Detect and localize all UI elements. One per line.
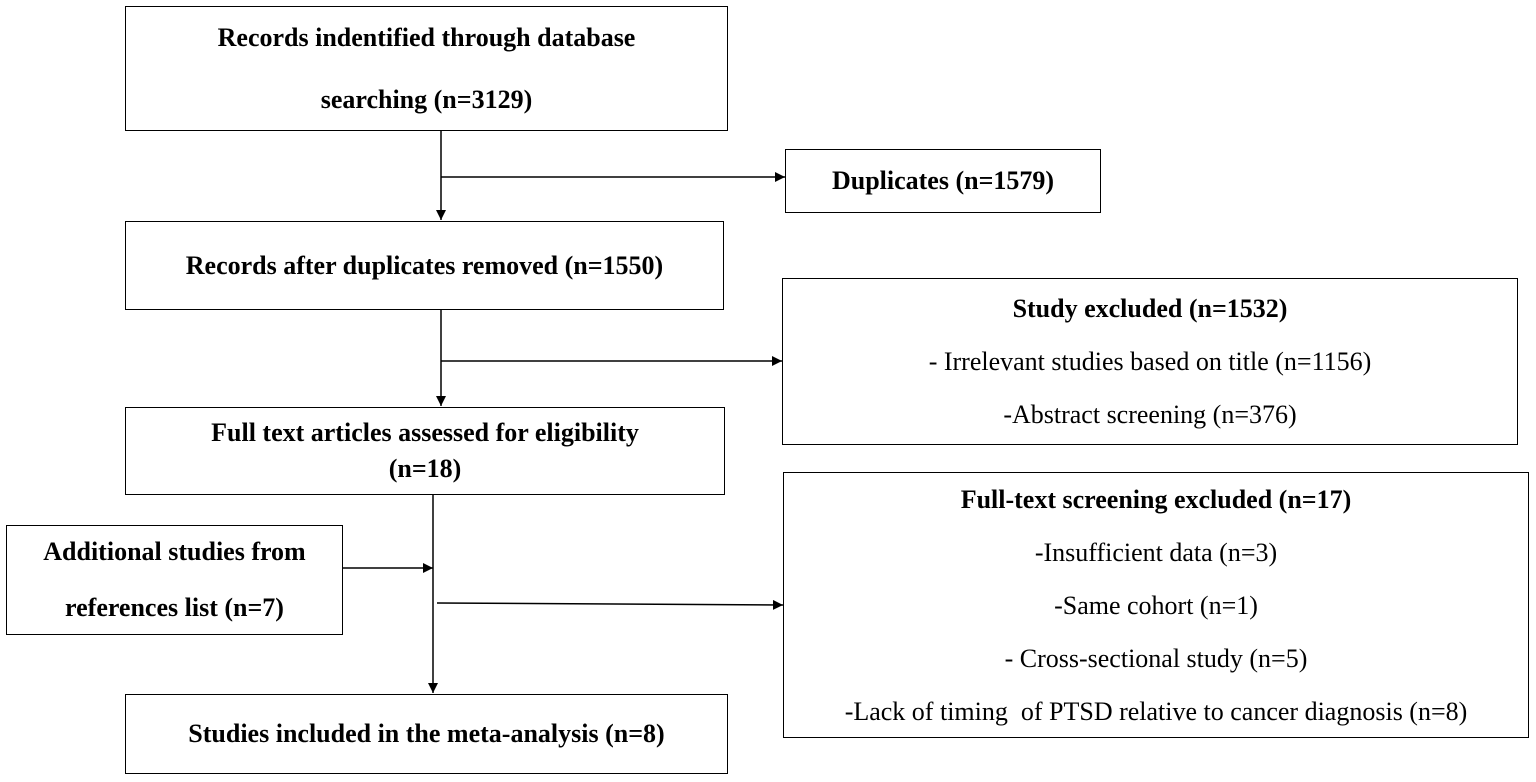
records-after-duplicates-box: Records after duplicates removed (n=1550… [125,221,724,310]
additional-studies-line2: references list (n=7) [65,593,284,622]
full-text-excluded-item: -Insufficient data (n=3) [1034,537,1278,567]
studies-included-box: Studies included in the meta-analysis (n… [125,694,728,774]
study-excluded-box: Study excluded (n=1532) - Irrelevant stu… [782,278,1518,445]
records-identified-box: Records indentified through database sea… [125,6,728,131]
records-identified-line2: searching (n=3129) [320,84,533,114]
arrow-to-ft-excluded [436,599,784,610]
full-text-excluded-box: Full-text screening excluded (n=17) -Ins… [783,472,1529,738]
full-text-excluded-item: - Cross-sectional study (n=5) [1004,643,1308,673]
study-excluded-title: Study excluded (n=1532) [1012,294,1288,323]
full-text-assessed-box: Full text articles assessed for eligibil… [125,407,725,495]
studies-included-text: Studies included in the meta-analysis (n… [188,719,665,748]
additional-studies-box: Additional studies from references list … [6,525,343,635]
full-text-assessed-line1: Full text articles assessed for eligibil… [211,418,639,447]
duplicates-box: Duplicates (n=1579) [785,149,1101,213]
full-text-assessed-line2: (n=18) [388,454,462,483]
full-text-excluded-item: -Same cohort (n=1) [1054,590,1258,620]
records-after-duplicates-text: Records after duplicates removed (n=1550… [185,250,664,280]
full-text-excluded-title: Full-text screening excluded (n=17) [960,484,1352,514]
study-excluded-item: - Irrelevant studies based on title (n=1… [928,347,1372,376]
additional-studies-line1: Additional studies from [43,537,306,566]
study-excluded-item: -Abstract screening (n=376) [1003,400,1297,429]
duplicates-text: Duplicates (n=1579) [831,166,1055,195]
full-text-excluded-item: -Lack of timing of PTSD relative to canc… [844,696,1468,726]
records-identified-line1: Records indentified through database [217,22,636,52]
